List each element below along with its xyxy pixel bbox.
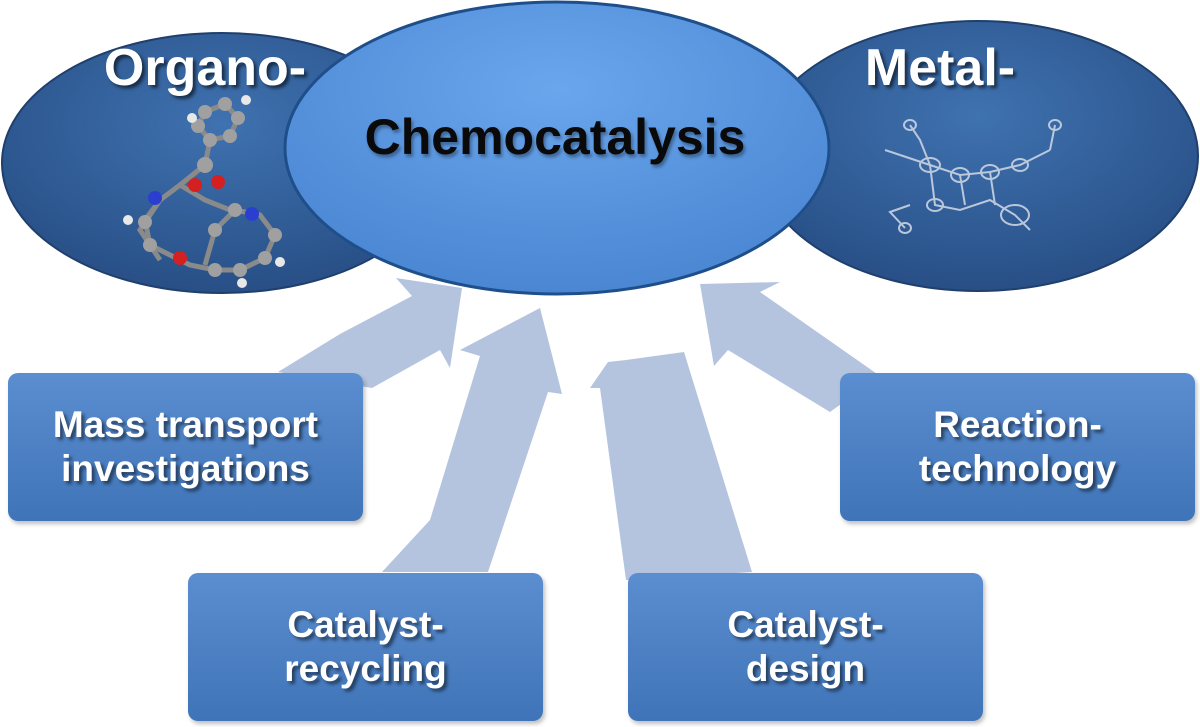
organo-label: Organo- — [103, 39, 307, 97]
arrow-catalyst-recycling — [382, 308, 562, 572]
arrow-catalyst-design — [590, 352, 752, 580]
box-line-2: design — [745, 648, 866, 689]
box-line-1: Reaction- — [933, 404, 1102, 445]
chemocatalysis-ellipse — [283, 0, 831, 296]
box-line-1: Catalyst- — [727, 604, 884, 645]
box-line-2: recycling — [284, 648, 447, 689]
metal-label: Metal- — [864, 39, 1016, 97]
reaction-technology-box: Reaction- technology — [840, 373, 1195, 521]
organic-molecule-atoms — [123, 95, 285, 288]
catalyst-recycling-box: Catalyst- recycling — [188, 573, 543, 721]
box-line-2: investigations — [61, 448, 310, 489]
arrow-reaction-technology — [700, 282, 880, 412]
mass-transport-box: Mass transport investigations — [8, 373, 363, 521]
box-line-1: Catalyst- — [287, 604, 444, 645]
metal-complex-image — [884, 119, 1062, 234]
arrow-mass-transport — [278, 278, 462, 388]
catalyst-design-box: Catalyst- design — [628, 573, 983, 721]
chemocatalysis-label: Chemocatalysis — [364, 109, 746, 165]
box-line-1: Mass transport — [52, 404, 319, 445]
box-line-2: technology — [918, 448, 1117, 489]
